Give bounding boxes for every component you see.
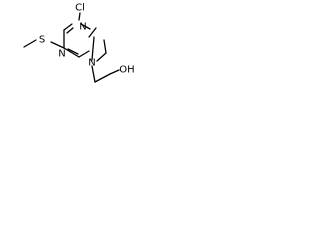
bond-c6-n1 (63, 23, 73, 31)
sulfur-label: S (39, 35, 45, 46)
bond-c6-n1-double (66, 27, 74, 34)
bond-n-chain-1 (91, 65, 96, 83)
chlorine-label: Cl (75, 3, 85, 14)
bond-n1-c2-approx (80, 23, 91, 30)
bond-c4-c5-inner (67, 48, 79, 55)
bond-chain-2 (94, 73, 111, 83)
bond-c2-s (50, 41, 65, 49)
bond-n-ethyl-1 (96, 52, 107, 62)
amine-nitrogen-label: N (88, 58, 95, 69)
molecule-diagram: Cl N N S N OH (23, 3, 135, 83)
bond-c6-cl (78, 12, 81, 21)
bond-c4-n3 (78, 50, 90, 58)
ring-nitrogen-top-label: N (79, 22, 86, 33)
bond-chain-3 (109, 69, 120, 75)
bond-s-ch3 (23, 39, 37, 48)
bond-lines (23, 12, 120, 83)
bond-c5-c4 (63, 47, 80, 58)
bond-n3-c2 (88, 27, 97, 38)
atom-labels: Cl N N S N OH (39, 3, 135, 76)
ring-nitrogen-bottom-label: N (58, 49, 65, 60)
bond-n-ethyl-2 (103, 39, 107, 54)
bond-c4-n (91, 36, 95, 61)
hydroxyl-label: OH (119, 65, 134, 76)
